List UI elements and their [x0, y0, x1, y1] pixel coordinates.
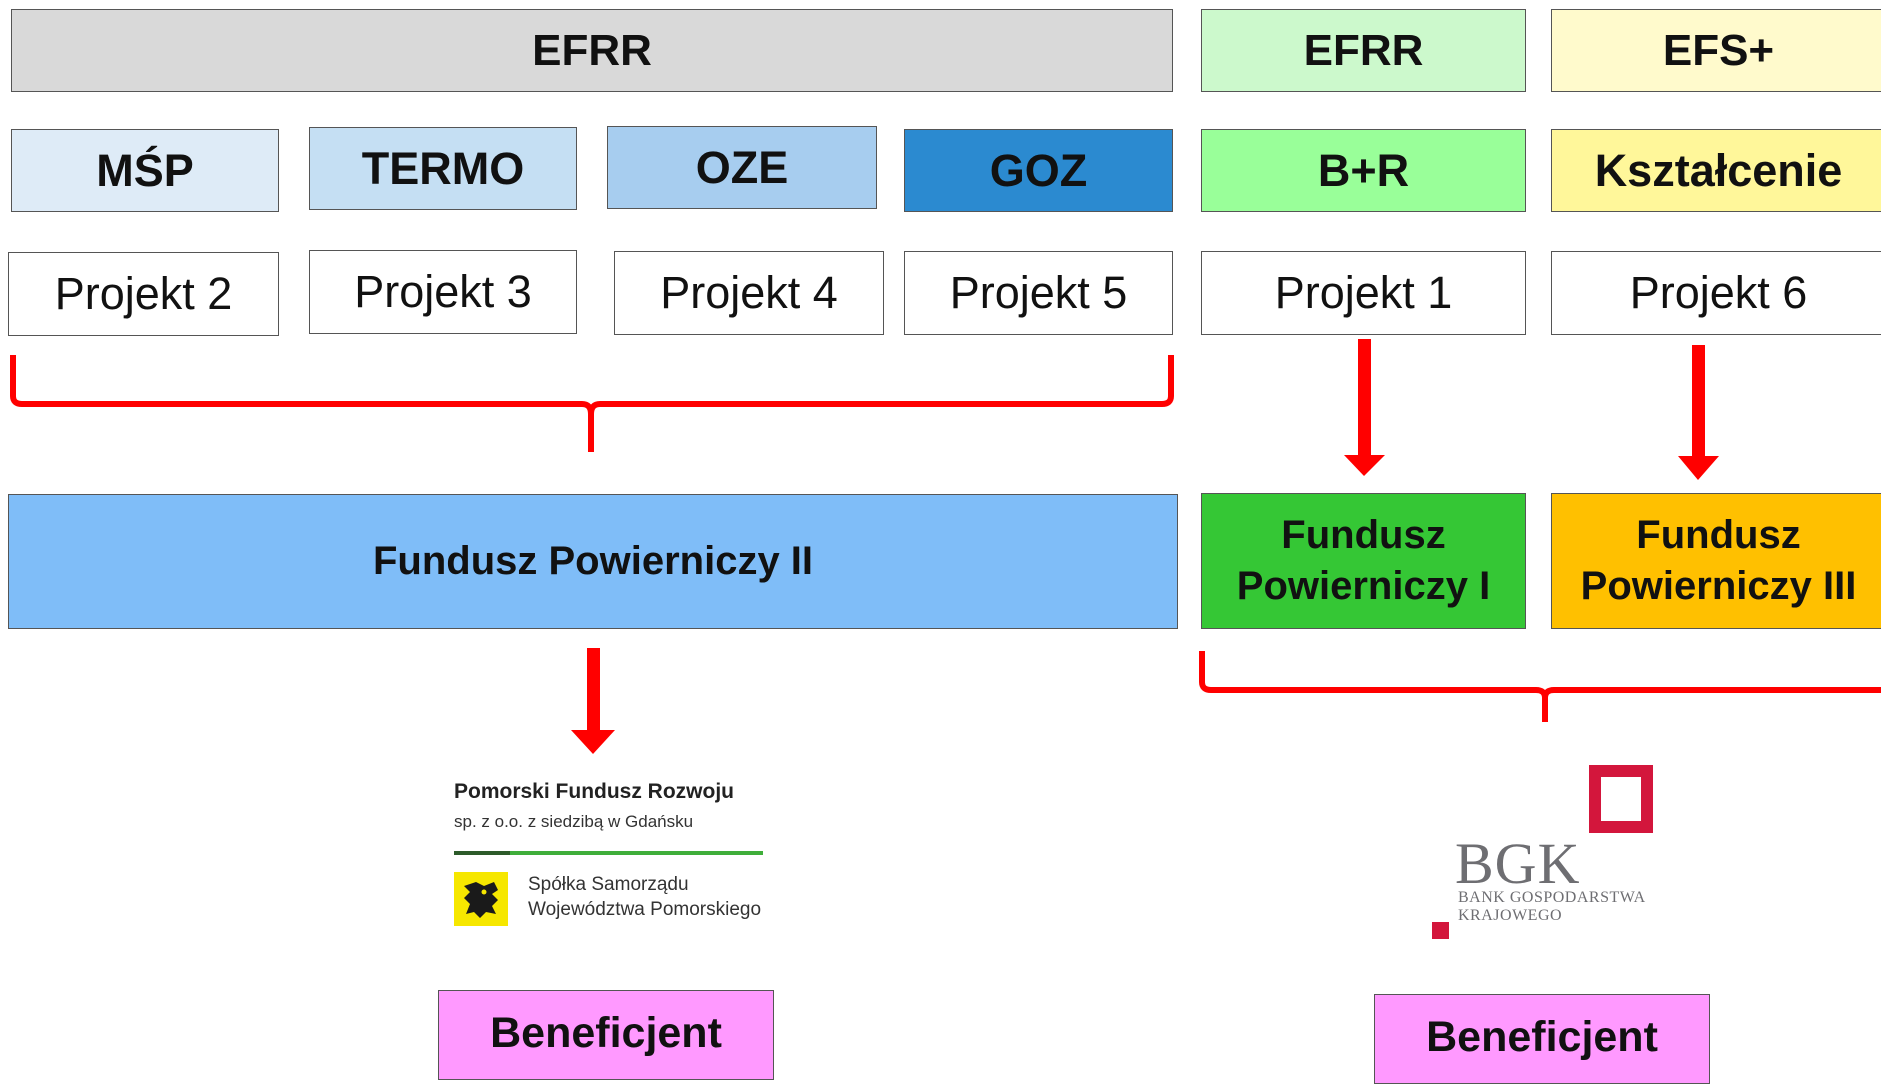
fund-powierniczy-3-line2: Powierniczy III: [1580, 564, 1857, 608]
brace-right: [1199, 651, 1881, 722]
project-4: Projekt 4: [614, 251, 884, 335]
category-oze: OZE: [607, 126, 877, 209]
beneficjent-left: Beneficjent: [438, 990, 774, 1080]
fund-powierniczy-3-line1: Fundusz: [1636, 512, 1801, 557]
pfr-divider: [454, 851, 763, 855]
category-termo: TERMO: [309, 127, 577, 210]
arrow-projekt1-down: [1344, 339, 1385, 476]
griffin-emblem-icon: [454, 872, 508, 926]
pfr-owner-line2: Województwa Pomorskiego: [528, 898, 762, 920]
project-6: Projekt 6: [1551, 251, 1881, 335]
arrow-projekt6-down: [1678, 345, 1719, 480]
efrr-br-header: EFRR: [1201, 9, 1526, 92]
pfr-owner: Spółka Samorządu Województwa Pomorskiego: [528, 873, 761, 922]
project-5: Projekt 5: [904, 251, 1173, 335]
category-msp: MŚP: [11, 129, 279, 212]
project-2: Projekt 2: [8, 252, 279, 336]
beneficjent-right: Beneficjent: [1374, 994, 1710, 1084]
efrr-main-header: EFRR: [11, 9, 1173, 92]
pfr-seat: sp. z o.o. z siedzibą w Gdańsku: [454, 812, 694, 831]
brace-left: [10, 355, 1174, 452]
arrow-fp2-down: [571, 648, 615, 754]
fund-powierniczy-1: Fundusz Powierniczy I: [1201, 493, 1526, 629]
bgk-fullname: BANK GOSPODARSTWA KRAJOWEGO: [1458, 889, 1646, 924]
efs-plus-header: EFS+: [1551, 9, 1881, 92]
bgk-dot-icon: [1432, 922, 1449, 939]
fund-powierniczy-2: Fundusz Powierniczy II: [8, 494, 1178, 629]
category-ksztalcenie: Kształcenie: [1551, 129, 1881, 212]
bgk-fullname-line1: BANK GOSPODARSTWA: [1458, 889, 1646, 906]
fund-powierniczy-1-line2: Powierniczy I: [1236, 564, 1491, 608]
category-br: B+R: [1201, 129, 1526, 212]
bgk-square-icon: [1589, 765, 1653, 833]
fund-powierniczy-3: Fundusz Powierniczy III: [1551, 493, 1881, 629]
category-goz: GOZ: [904, 129, 1173, 212]
project-3: Projekt 3: [309, 250, 577, 334]
pfr-divider-accent: [454, 851, 510, 855]
pfr-name: Pomorski Fundusz Rozwoju: [454, 780, 735, 803]
pfr-owner-line1: Spółka Samorządu: [528, 874, 689, 895]
fund-powierniczy-1-line1: Fundusz: [1281, 512, 1446, 557]
bgk-letters: BGK: [1455, 831, 1581, 896]
bgk-fullname-line2: KRAJOWEGO: [1458, 906, 1563, 924]
project-1: Projekt 1: [1201, 251, 1526, 335]
